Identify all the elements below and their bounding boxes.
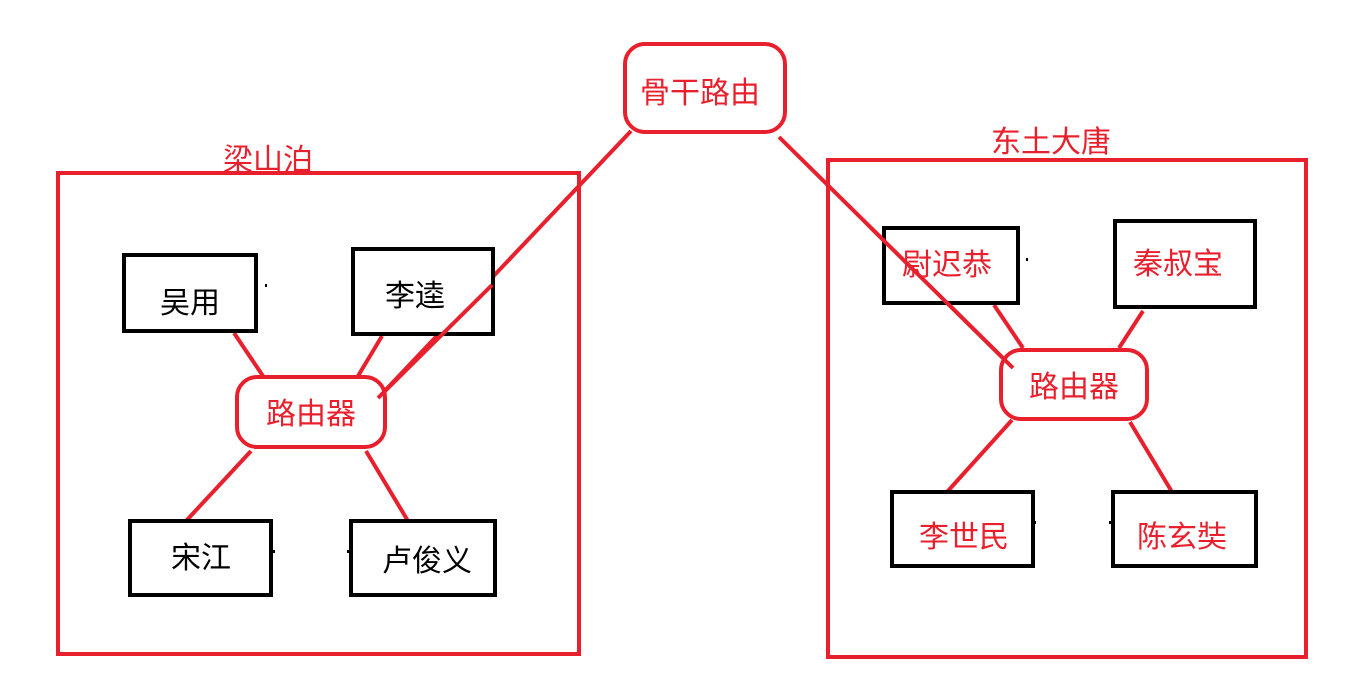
host-label: 卢俊义 [382,544,472,579]
tang-router-node: 路由器 [999,348,1149,421]
tang-router-box [999,348,1149,421]
host-label: 陈玄奘 [1137,520,1227,555]
link-backbone-tang-router-overlay [868,225,1015,370]
liangshan-region-frame [56,171,581,656]
liangshan-router-box [235,375,387,449]
host-box [890,490,1035,568]
host-lujunyi: 卢俊义 [349,519,497,597]
host-qinshubao: 秦叔宝 [1113,219,1257,309]
host-label: 秦叔宝 [1133,247,1223,282]
link-router-lishimin [945,418,1014,494]
connection-lines [184,129,1174,523]
link-router-qinshubao [1117,309,1145,350]
link-router-yuchigong [992,303,1025,350]
host-box [349,519,497,597]
host-songjiang: 宋江 [128,519,273,597]
host-label: 宋江 [171,541,231,576]
tang-region-title: 东土大唐 [991,125,1111,160]
link-router-lujunyi [364,449,410,523]
host-yuchigong: 尉迟恭 [882,226,1020,305]
host-label: 尉迟恭 [902,248,992,283]
tang-router-label: 路由器 [1029,370,1119,405]
backbone-router-label: 骨干路由 [640,76,760,111]
link-router-chenxuanzang [1128,420,1174,494]
host-box [351,247,495,336]
host-box [122,253,258,333]
liangshan-router-node: 路由器 [235,375,387,449]
host-wuyong: 吴用 [122,253,258,333]
link-router-songjiang [184,449,253,523]
host-box [1113,219,1257,309]
host-lishimin: 李世民 [890,490,1035,568]
host-box [1111,490,1258,568]
host-label: 李逵 [385,279,445,314]
tang-region-frame [826,158,1308,659]
link-router-wuyong [232,331,265,378]
host-box [128,519,273,597]
liangshan-region-title: 梁山泊 [223,143,313,178]
host-label: 李世民 [919,520,1009,555]
host-likui: 李逵 [351,247,495,336]
link-router-likui [356,334,384,378]
liangshan-router-label: 路由器 [266,397,356,432]
link-backbone-liangshan-router-overlay [376,283,494,400]
backbone-router-box [623,42,787,134]
host-chenxuanzang: 陈玄奘 [1111,490,1258,568]
backbone-router-node: 骨干路由 [623,42,787,134]
host-label: 吴用 [160,286,220,321]
